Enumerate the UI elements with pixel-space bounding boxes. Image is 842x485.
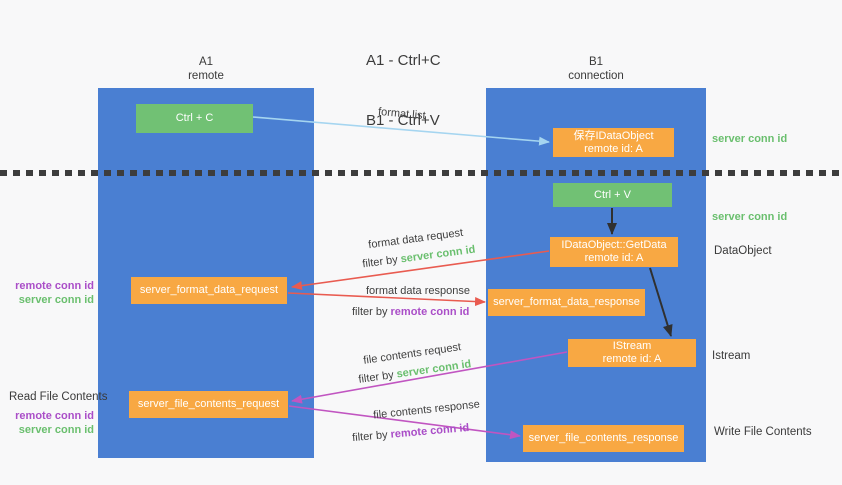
left-label-conn-ids-file: remote conn id server conn id (0, 409, 94, 437)
right-column-header: B1 connection (486, 55, 706, 83)
getdata-line1: IDataObject::GetData (561, 239, 667, 251)
getdata-line2: remote id: A (584, 252, 644, 264)
save-idataobject-line1: 保存IDataObject (573, 129, 654, 142)
node-ctrl-c: Ctrl + C (136, 104, 253, 133)
node-server-file-contents-request: server_file_contents_request (129, 391, 288, 418)
label-format-data-response: format data response (366, 285, 470, 297)
node-ctrl-c-label: Ctrl + C (175, 112, 214, 124)
remote-conn-id-text-4: remote conn id (390, 421, 470, 441)
filter-by-text-3: filter by (357, 369, 395, 386)
right-label-server-conn-id-top: server conn id (712, 133, 788, 145)
left-label-read-file-contents: Read File Contents (9, 391, 108, 403)
save-idataobject-line2: remote id: A (584, 142, 643, 155)
right-label-dataobject: DataObject (714, 245, 772, 257)
node-server-format-data-response: server_format_data_response (488, 289, 645, 316)
node-ctrl-v-label: Ctrl + V (594, 188, 631, 201)
left-label-conn-ids-format: remote conn id server conn id (0, 279, 94, 307)
label-filter-by-remote-conn-id-2: filter by remote conn id (352, 422, 470, 444)
title-line-1: A1 - Ctrl+C (366, 52, 441, 69)
machine-boundary-dotted-line (0, 170, 842, 176)
left-column-name: A1 (198, 56, 214, 68)
left-column-header: A1 remote (98, 55, 314, 83)
node-server-format-data-response-label: server_format_data_response (493, 296, 640, 308)
server-conn-id-text-3: server conn id (395, 358, 473, 381)
left-label-server-conn-id-2: server conn id (18, 424, 94, 436)
node-server-format-data-request: server_format_data_request (131, 277, 287, 304)
left-label-remote-conn-id-2: remote conn id (15, 410, 94, 422)
node-server-file-contents-request-label: server_file_contents_request (137, 398, 280, 410)
left-label-server-conn-id-1: server conn id (18, 294, 94, 306)
istream-line1: IStream (612, 340, 652, 352)
filter-by-text-2: filter by (352, 306, 388, 318)
left-label-remote-conn-id-1: remote conn id (15, 280, 94, 292)
diagram-title: A1 - Ctrl+C B1 - Ctrl+V (366, 11, 441, 171)
label-file-contents-response: file contents response (372, 398, 481, 422)
node-server-file-contents-response: server_file_contents_response (523, 425, 684, 452)
right-column-name: B1 (588, 56, 604, 68)
right-column-subtitle: connection (568, 70, 624, 82)
right-label-istream: Istream (712, 350, 751, 362)
filter-by-text-1: filter by (361, 253, 399, 271)
server-conn-id-text-1: server conn id (399, 243, 477, 266)
node-server-file-contents-response-label: server_file_contents_response (528, 432, 679, 444)
left-column-subtitle: remote (188, 70, 224, 82)
right-label-write-file-contents: Write File Contents (714, 426, 812, 438)
label-filter-by-remote-conn-id-1: filter by remote conn id (352, 306, 469, 318)
node-server-format-data-request-label: server_format_data_request (139, 284, 279, 296)
right-label-server-conn-id-mid: server conn id (712, 211, 788, 223)
remote-conn-id-text-2: remote conn id (390, 306, 470, 318)
filter-by-text-4: filter by (351, 429, 389, 445)
node-ctrl-v: Ctrl + V (553, 183, 672, 207)
istream-line2: remote id: A (602, 353, 662, 365)
